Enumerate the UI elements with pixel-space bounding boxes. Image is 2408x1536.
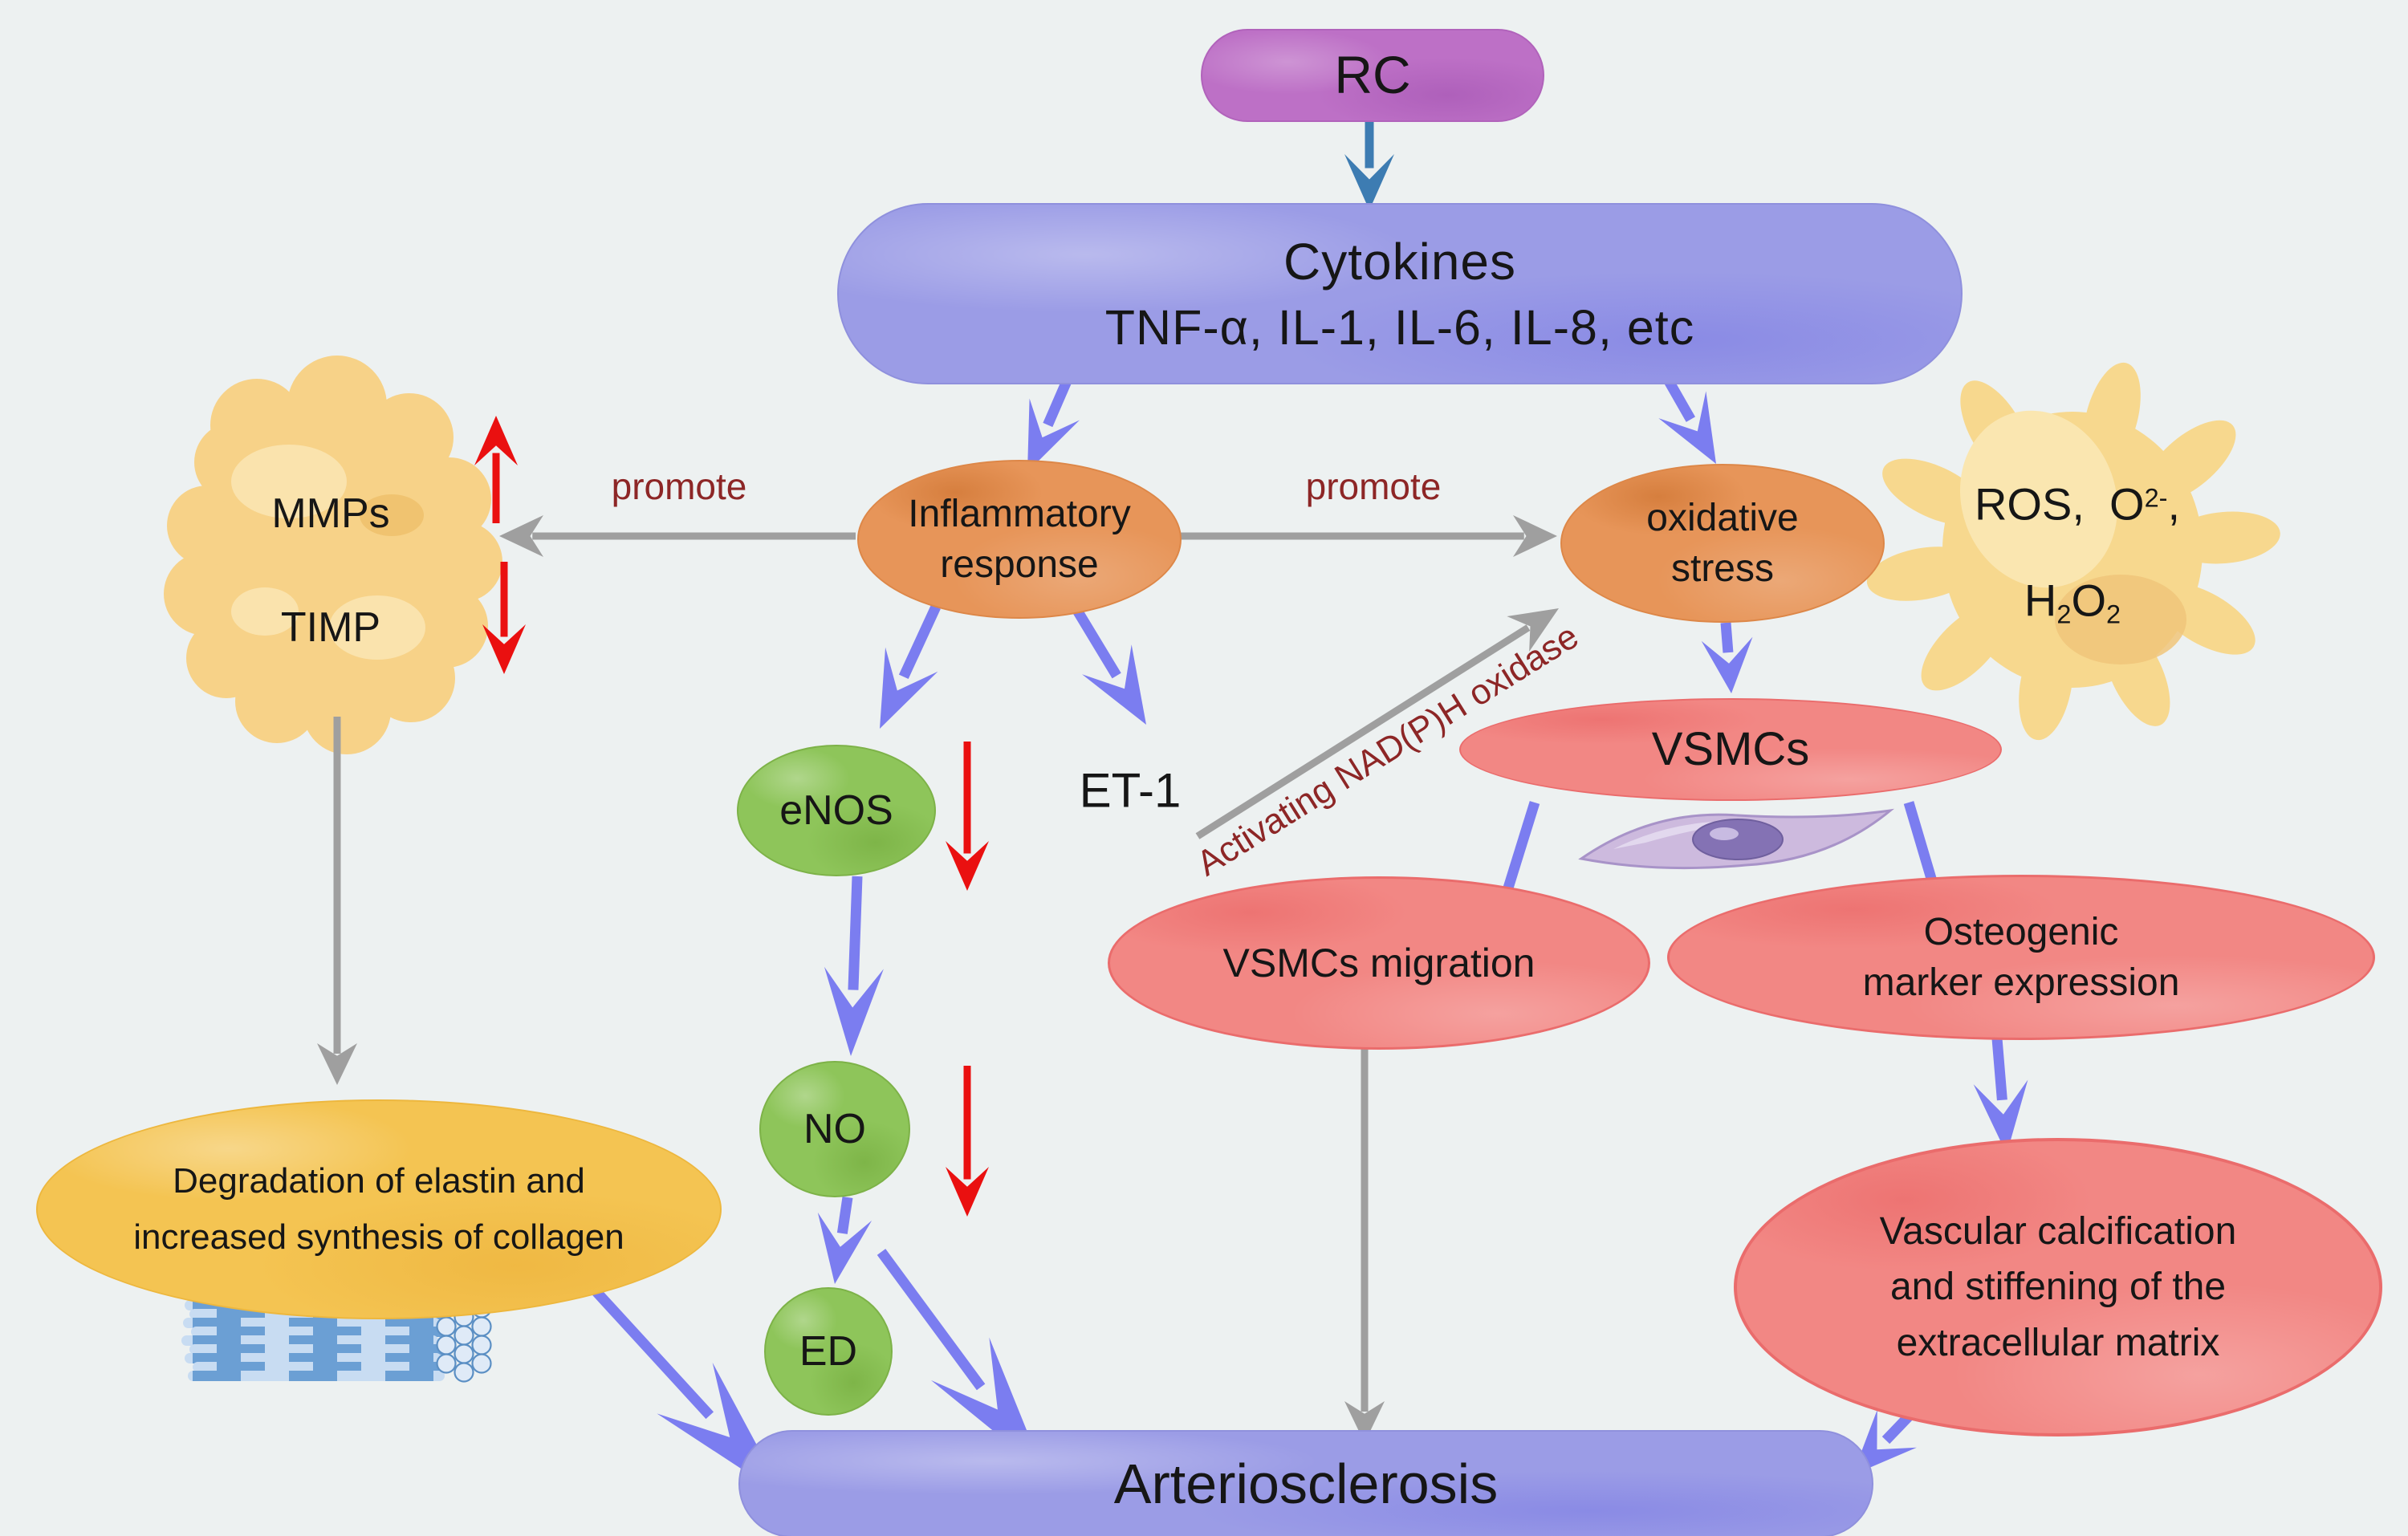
- oxidative-line1: oxidative: [1646, 496, 1799, 539]
- vascular-line2: and stiffening of the: [1889, 1266, 2227, 1309]
- node-inflammatory-response: Inflammatory response: [857, 460, 1182, 619]
- arrow-migration-to-arteriosclerosis: [1344, 1045, 1385, 1443]
- degradation-line1: Degradation of elastin and: [173, 1160, 585, 1201]
- node-no: NO: [759, 1061, 910, 1197]
- arteriosclerosis-label: Arteriosclerosis: [1113, 1452, 1499, 1515]
- mmps-blob-icon: [164, 356, 502, 754]
- promote-left-label: promote: [611, 465, 747, 507]
- cytokines-line1: Cytokines: [1283, 232, 1516, 291]
- promote-right-label: promote: [1305, 465, 1442, 507]
- vsmcs-migration-label: VSMCs migration: [1222, 941, 1536, 985]
- arrow-rc-to-cytokines: [1344, 120, 1394, 210]
- cytokines-line2: TNF-α, IL-1, IL-6, IL-8, etc: [1104, 299, 1695, 355]
- osteogenic-line2: marker expression: [1862, 961, 2180, 1004]
- h2o2-sub1: 2: [2056, 599, 2072, 629]
- et1-label: ET-1: [1079, 763, 1182, 818]
- vsmcs-label: VSMCs: [1651, 722, 1810, 775]
- ros-label: ROS, O2-,: [1975, 478, 2180, 530]
- ros-text: ROS, O: [1974, 478, 2145, 530]
- node-enos: eNOS: [737, 745, 936, 876]
- no-label: NO: [803, 1105, 866, 1152]
- node-rc: RC: [1201, 29, 1544, 122]
- enos-label: eNOS: [779, 786, 893, 834]
- arrow-et1-to-oxidative: [1195, 608, 1559, 839]
- node-osteogenic-marker-expression: Osteogenic marker expression: [1667, 875, 2375, 1040]
- oxidative-line2: stress: [1670, 547, 1774, 590]
- arrow-osteogenic-to-vascular: [1973, 1038, 2028, 1154]
- node-degradation-elastin-collagen: Degradation of elastin and increased syn…: [36, 1099, 722, 1319]
- arrow-enos-decrease: [946, 742, 989, 891]
- timp-label: TIMP: [280, 604, 381, 651]
- arrow-mmps-to-degradation: [317, 717, 357, 1085]
- h2o2-sub2: 2: [2106, 599, 2121, 629]
- rc-label: RC: [1334, 45, 1411, 105]
- inflammatory-line2: response: [940, 543, 1099, 586]
- node-oxidative-stress: oxidative stress: [1560, 464, 1885, 623]
- arrow-timp-decrease: [482, 562, 526, 674]
- arrow-oxidative-to-vsmcs: [1701, 622, 1753, 693]
- ed-label: ED: [799, 1327, 858, 1375]
- h2o2-h: H: [2024, 575, 2057, 626]
- mmps-label: MMPs: [271, 490, 390, 537]
- node-vascular-calcification: Vascular calcification and stiffening of…: [1734, 1138, 2382, 1436]
- node-arteriosclerosis: Arteriosclerosis: [738, 1430, 1873, 1536]
- node-vsmcs: VSMCs: [1459, 698, 2002, 801]
- h2o2-label: H2O2: [2024, 575, 2121, 629]
- osteogenic-line1: Osteogenic: [1923, 910, 2119, 953]
- ros-superscript: 2-: [2144, 483, 2168, 513]
- arrow-inflammatory-to-mmps: [499, 515, 856, 557]
- node-vsmcs-migration: VSMCs migration: [1108, 876, 1650, 1050]
- arrow-no-decrease: [946, 1066, 989, 1217]
- ros-blob-icon: [1866, 362, 2280, 741]
- vascular-line1: Vascular calcification: [1879, 1209, 2237, 1253]
- arrow-inflammatory-to-et1: [1069, 602, 1146, 725]
- arrow-inflammatory-to-enos: [880, 604, 941, 729]
- arrow-cytokines-to-inflammatory: [1027, 373, 1080, 472]
- inflammatory-line1: Inflammatory: [908, 492, 1131, 535]
- smooth-muscle-cell-icon: [1578, 808, 1895, 870]
- arrow-enos-to-no: [824, 876, 884, 1056]
- degradation-line2: increased synthesis of collagen: [133, 1217, 624, 1257]
- arrow-mmps-increase: [474, 416, 518, 523]
- node-cytokines: Cytokines TNF-α, IL-1, IL-6, IL-8, etc: [837, 203, 1963, 384]
- vascular-line3: extracellular matrix: [1896, 1321, 2220, 1364]
- arrow-no-to-ed: [817, 1197, 872, 1284]
- arrow-inflammatory-to-oxidative-promote: [1178, 515, 1557, 557]
- ros-comma: ,: [2167, 478, 2181, 530]
- h2o2-o: O: [2071, 575, 2107, 626]
- node-ed: ED: [764, 1287, 893, 1416]
